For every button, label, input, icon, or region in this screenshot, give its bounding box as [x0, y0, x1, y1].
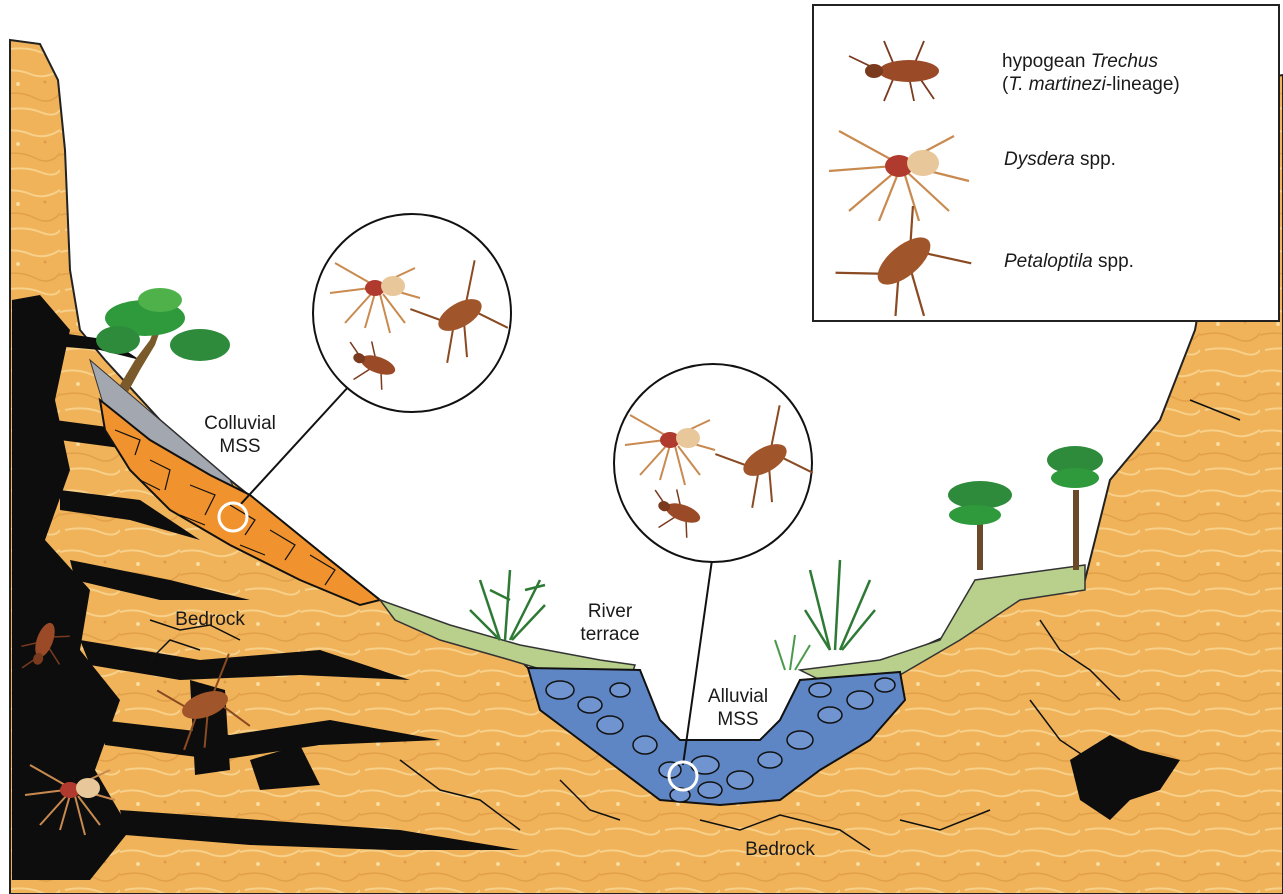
label-bedrock-left: Bedrock [165, 608, 255, 631]
shrub-icon [775, 635, 810, 670]
zoom-connector-alluvial [683, 560, 712, 765]
beetle-icon [844, 36, 964, 106]
legend-trechus-suffix: -lineage) [1106, 74, 1180, 95]
shrub-icon [470, 570, 545, 640]
shrub-icon [805, 560, 875, 650]
zoom-circle-alluvial [614, 364, 812, 562]
legend-petaloptila: Petaloptila spp. [1004, 250, 1134, 273]
label-colluvial-line2: MSS [195, 435, 285, 458]
legend-trechus: hypogean Trechus (T. martinezi-lineage) [1002, 50, 1180, 96]
legend-petaloptila-genus: Petaloptila [1004, 251, 1093, 272]
label-alluvial-line1: Alluvial [693, 685, 783, 708]
legend-dysdera-suffix: spp. [1075, 149, 1116, 170]
legend-trechus-prefix: hypogean [1002, 51, 1091, 72]
zoom-circle-colluvial [313, 214, 511, 412]
label-colluvial-line1: Colluvial [195, 412, 285, 435]
label-colluvial-mss: Colluvial MSS [195, 412, 285, 458]
legend: hypogean Trechus (T. martinezi-lineage) … [812, 4, 1280, 322]
label-bedrock-bottom: Bedrock [735, 838, 825, 861]
spider-icon [824, 111, 974, 221]
tree-icon [948, 481, 1012, 570]
legend-trechus-species: T. martinezi [1008, 74, 1106, 95]
cricket-icon [829, 206, 979, 316]
label-river-line2: terrace [560, 623, 660, 646]
label-river-line1: River [560, 600, 660, 623]
label-alluvial-mss: Alluvial MSS [693, 685, 783, 731]
legend-dysdera-genus: Dysdera [1004, 149, 1075, 170]
label-river-terrace: River terrace [560, 600, 660, 646]
legend-petaloptila-suffix: spp. [1093, 251, 1134, 272]
legend-trechus-line1: hypogean Trechus [1002, 50, 1180, 73]
legend-trechus-line2: (T. martinezi-lineage) [1002, 73, 1180, 96]
legend-dysdera: Dysdera spp. [1004, 148, 1116, 171]
legend-trechus-genus: Trechus [1091, 51, 1158, 72]
label-alluvial-line2: MSS [693, 708, 783, 731]
